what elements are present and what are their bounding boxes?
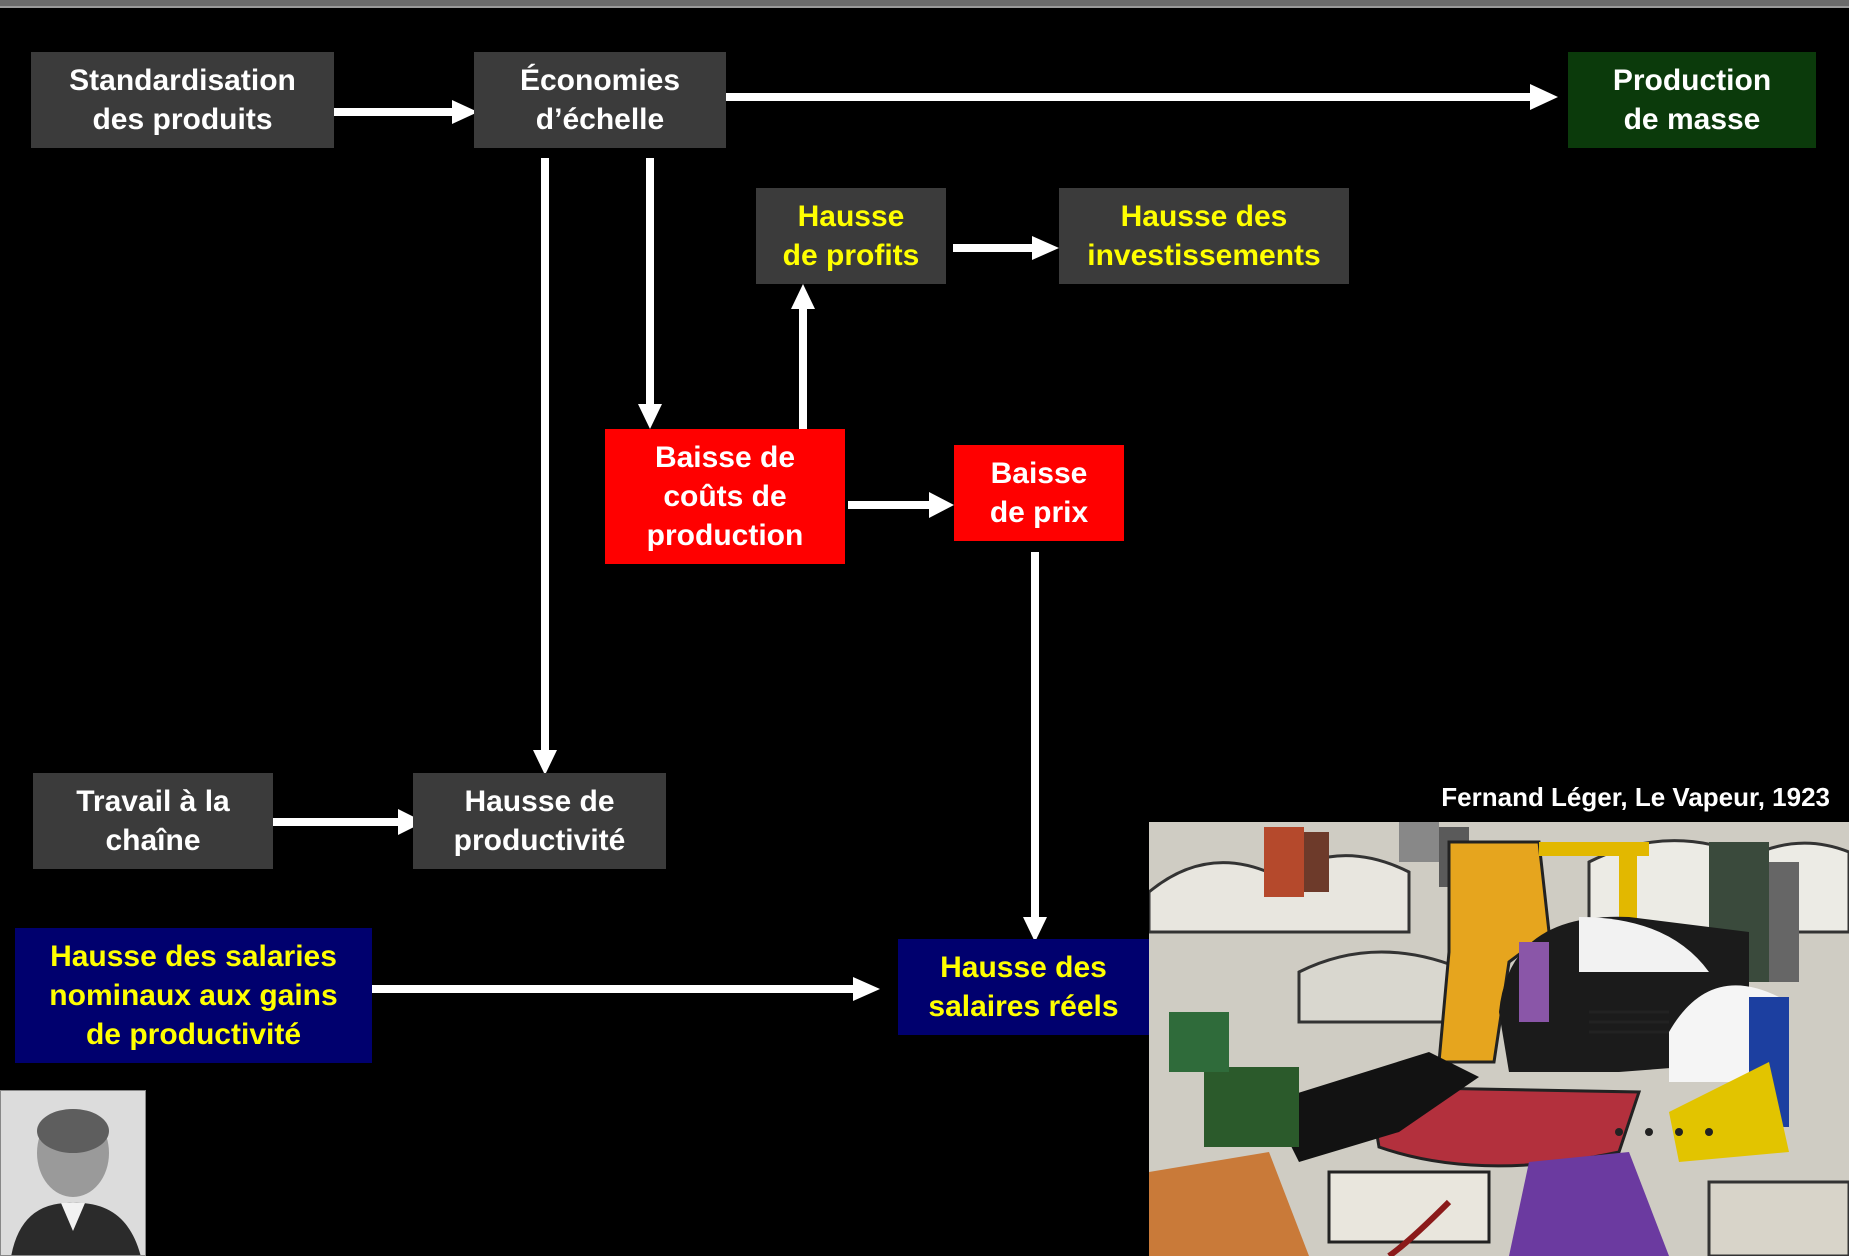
- box-hausse-profits: Hausse de profits: [756, 188, 946, 284]
- box-production-masse-line2: de masse: [1623, 103, 1761, 136]
- box-baisse-prix-line2: de prix: [989, 496, 1089, 529]
- portrait-photo: [0, 1090, 146, 1256]
- arrow-baisse-couts-to-hausse-profits: [791, 284, 815, 429]
- painting-image: [1149, 822, 1849, 1256]
- box-economies-echelle: Économies d’échelle: [474, 52, 726, 148]
- box-baisse-couts-production: Baisse de coûts de production: [605, 429, 845, 564]
- box-hausse-profits-line1: Hausse: [797, 200, 905, 233]
- arrow-economies-to-hausse-productivite: [533, 158, 557, 775]
- box-salaries-nominaux: Hausse des salaries nominaux aux gains d…: [15, 928, 372, 1063]
- box-travail-chaine-line1: Travail à la: [76, 785, 230, 818]
- box-travail-chaine: Travail à la chaîne: [33, 773, 273, 869]
- box-hausse-profits-line2: de profits: [782, 239, 920, 272]
- box-salaries-nominaux-line2: nominaux aux gains: [49, 979, 338, 1012]
- arrow-economies-to-production-masse: [726, 84, 1558, 110]
- box-hausse-investissements-line1: Hausse des: [1120, 200, 1288, 233]
- box-travail-chaine-line2: chaîne: [105, 824, 201, 857]
- arrow-travail-to-productivite: [272, 809, 424, 835]
- painting-caption: Fernand Léger, Le Vapeur, 1923: [1441, 782, 1830, 812]
- box-salaires-reels: Hausse des salaires réels: [898, 939, 1149, 1035]
- box-hausse-investissements-line2: investissements: [1087, 239, 1321, 272]
- arrow-baisse-couts-to-baisse-prix: [848, 492, 954, 518]
- box-salaries-nominaux-line3: de productivité: [85, 1018, 302, 1051]
- box-standardisation-line1: Standardisation: [69, 64, 296, 97]
- top-border: [0, 0, 1849, 8]
- arrow-standardisation-to-economies: [334, 100, 478, 124]
- box-baisse-couts-line2: coûts de: [663, 480, 787, 513]
- box-production-masse: Production de masse: [1568, 52, 1816, 148]
- box-hausse-investissements: Hausse des investissements: [1059, 188, 1349, 284]
- box-economies-line1: Économies: [519, 64, 681, 97]
- box-economies-line2: d’échelle: [535, 103, 665, 136]
- box-standardisation: Standardisation des produits: [31, 52, 334, 148]
- arrow-economies-to-baisse-couts: [638, 158, 662, 429]
- box-salaires-reels-line2: salaires réels: [928, 990, 1119, 1023]
- box-salaries-nominaux-line1: Hausse des salaries: [50, 940, 337, 973]
- box-production-masse-line1: Production: [1612, 64, 1772, 97]
- arrow-nominaux-to-reels: [372, 977, 880, 1001]
- box-baisse-prix-line1: Baisse: [990, 457, 1088, 490]
- box-baisse-couts-line1: Baisse de: [654, 441, 796, 474]
- box-salaires-reels-line1: Hausse des: [940, 951, 1107, 984]
- box-standardisation-line2: des produits: [92, 103, 273, 136]
- box-baisse-couts-line3: production: [646, 519, 804, 552]
- arrow-baisse-prix-to-salaires-reels: [1023, 552, 1047, 942]
- box-baisse-prix: Baisse de prix: [954, 445, 1124, 541]
- box-hausse-productivite-line1: Hausse de: [464, 785, 615, 818]
- arrow-profits-to-investissements: [953, 236, 1059, 260]
- box-hausse-productivite-line2: productivité: [453, 824, 626, 857]
- box-hausse-productivite: Hausse de productivité: [413, 773, 666, 869]
